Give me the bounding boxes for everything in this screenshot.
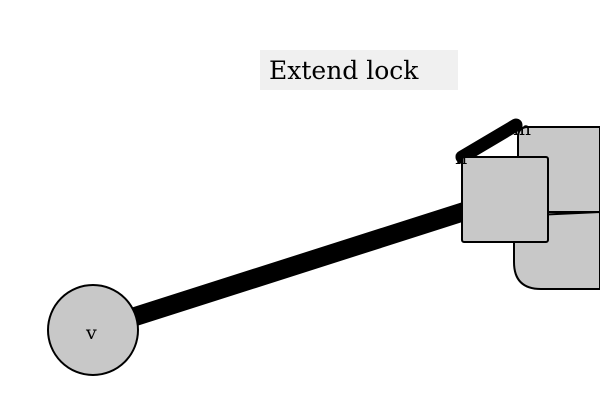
edge-v-n — [83, 199, 482, 340]
node-m-label: m — [513, 118, 531, 140]
title-background — [260, 50, 458, 90]
node-n[interactable] — [461, 156, 549, 243]
node-v[interactable] — [47, 284, 139, 376]
node-n-label: n — [455, 147, 467, 169]
diagram-title: Extend lock — [269, 56, 419, 85]
node-v-label: v — [85, 322, 97, 344]
edge-n-m — [455, 118, 523, 164]
